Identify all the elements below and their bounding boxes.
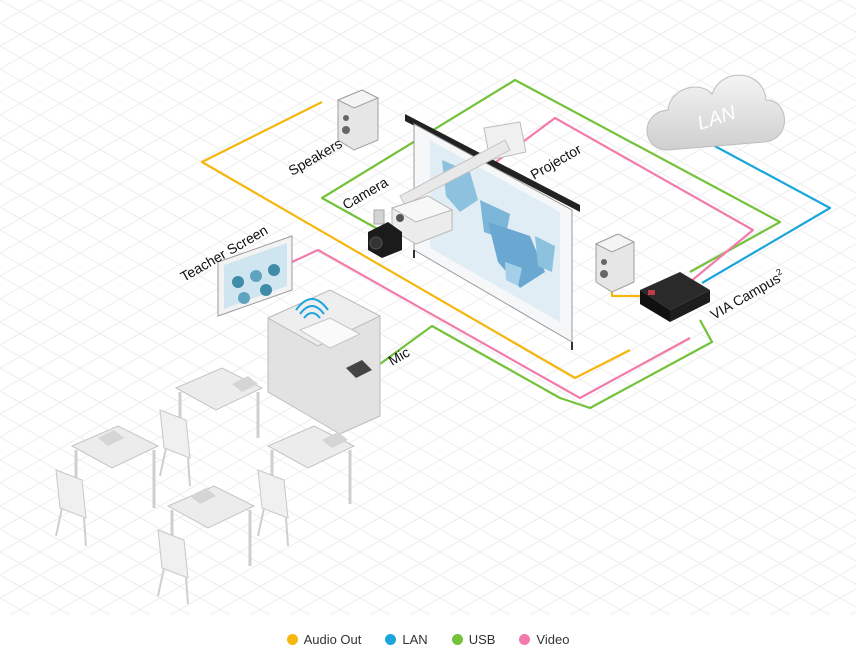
student-desk: [166, 485, 256, 566]
camera-device: [368, 209, 402, 258]
via-campus-device: [640, 272, 710, 322]
legend-dot-usb: [451, 633, 463, 645]
legend-item-video: Video: [519, 632, 569, 647]
student-chair: [159, 409, 191, 487]
legend-item-usb: USB: [451, 631, 496, 647]
speaker-left: [336, 89, 380, 151]
legend-dot-lan: [385, 633, 397, 645]
legend-label: Video: [536, 631, 570, 647]
legend-dot-video: [519, 633, 531, 645]
student-chair: [257, 469, 289, 547]
student-desk: [70, 425, 160, 508]
lan-cable: [701, 143, 832, 284]
student-furniture: [55, 367, 356, 605]
video-cable-projector: [495, 116, 755, 283]
legend-label: Audio Out: [303, 631, 362, 647]
teacher-desk: [266, 289, 382, 435]
usb-cable-mic: [357, 319, 714, 410]
student-desk: [174, 367, 264, 440]
speaker-right: [594, 233, 636, 293]
student-chair: [55, 469, 87, 547]
teacher-screen-device: [217, 235, 293, 317]
legend-label: LAN: [402, 631, 428, 647]
legend-item-lan: LAN: [385, 631, 428, 647]
lan-cloud-icon: [646, 74, 785, 151]
legend: Audio Out LAN USB Video: [0, 628, 856, 650]
legend-dot-audio: [286, 633, 298, 645]
audio-cable-speakers: [200, 101, 631, 380]
via-campus-superscript: 2: [774, 266, 783, 277]
video-cable-teacher-screen: [291, 248, 691, 400]
student-chair: [157, 529, 189, 605]
legend-item-audio-out: Audio Out: [286, 631, 362, 647]
usb-cable-camera: [320, 78, 782, 273]
legend-label: USB: [468, 631, 496, 647]
projector-device: [390, 121, 527, 245]
